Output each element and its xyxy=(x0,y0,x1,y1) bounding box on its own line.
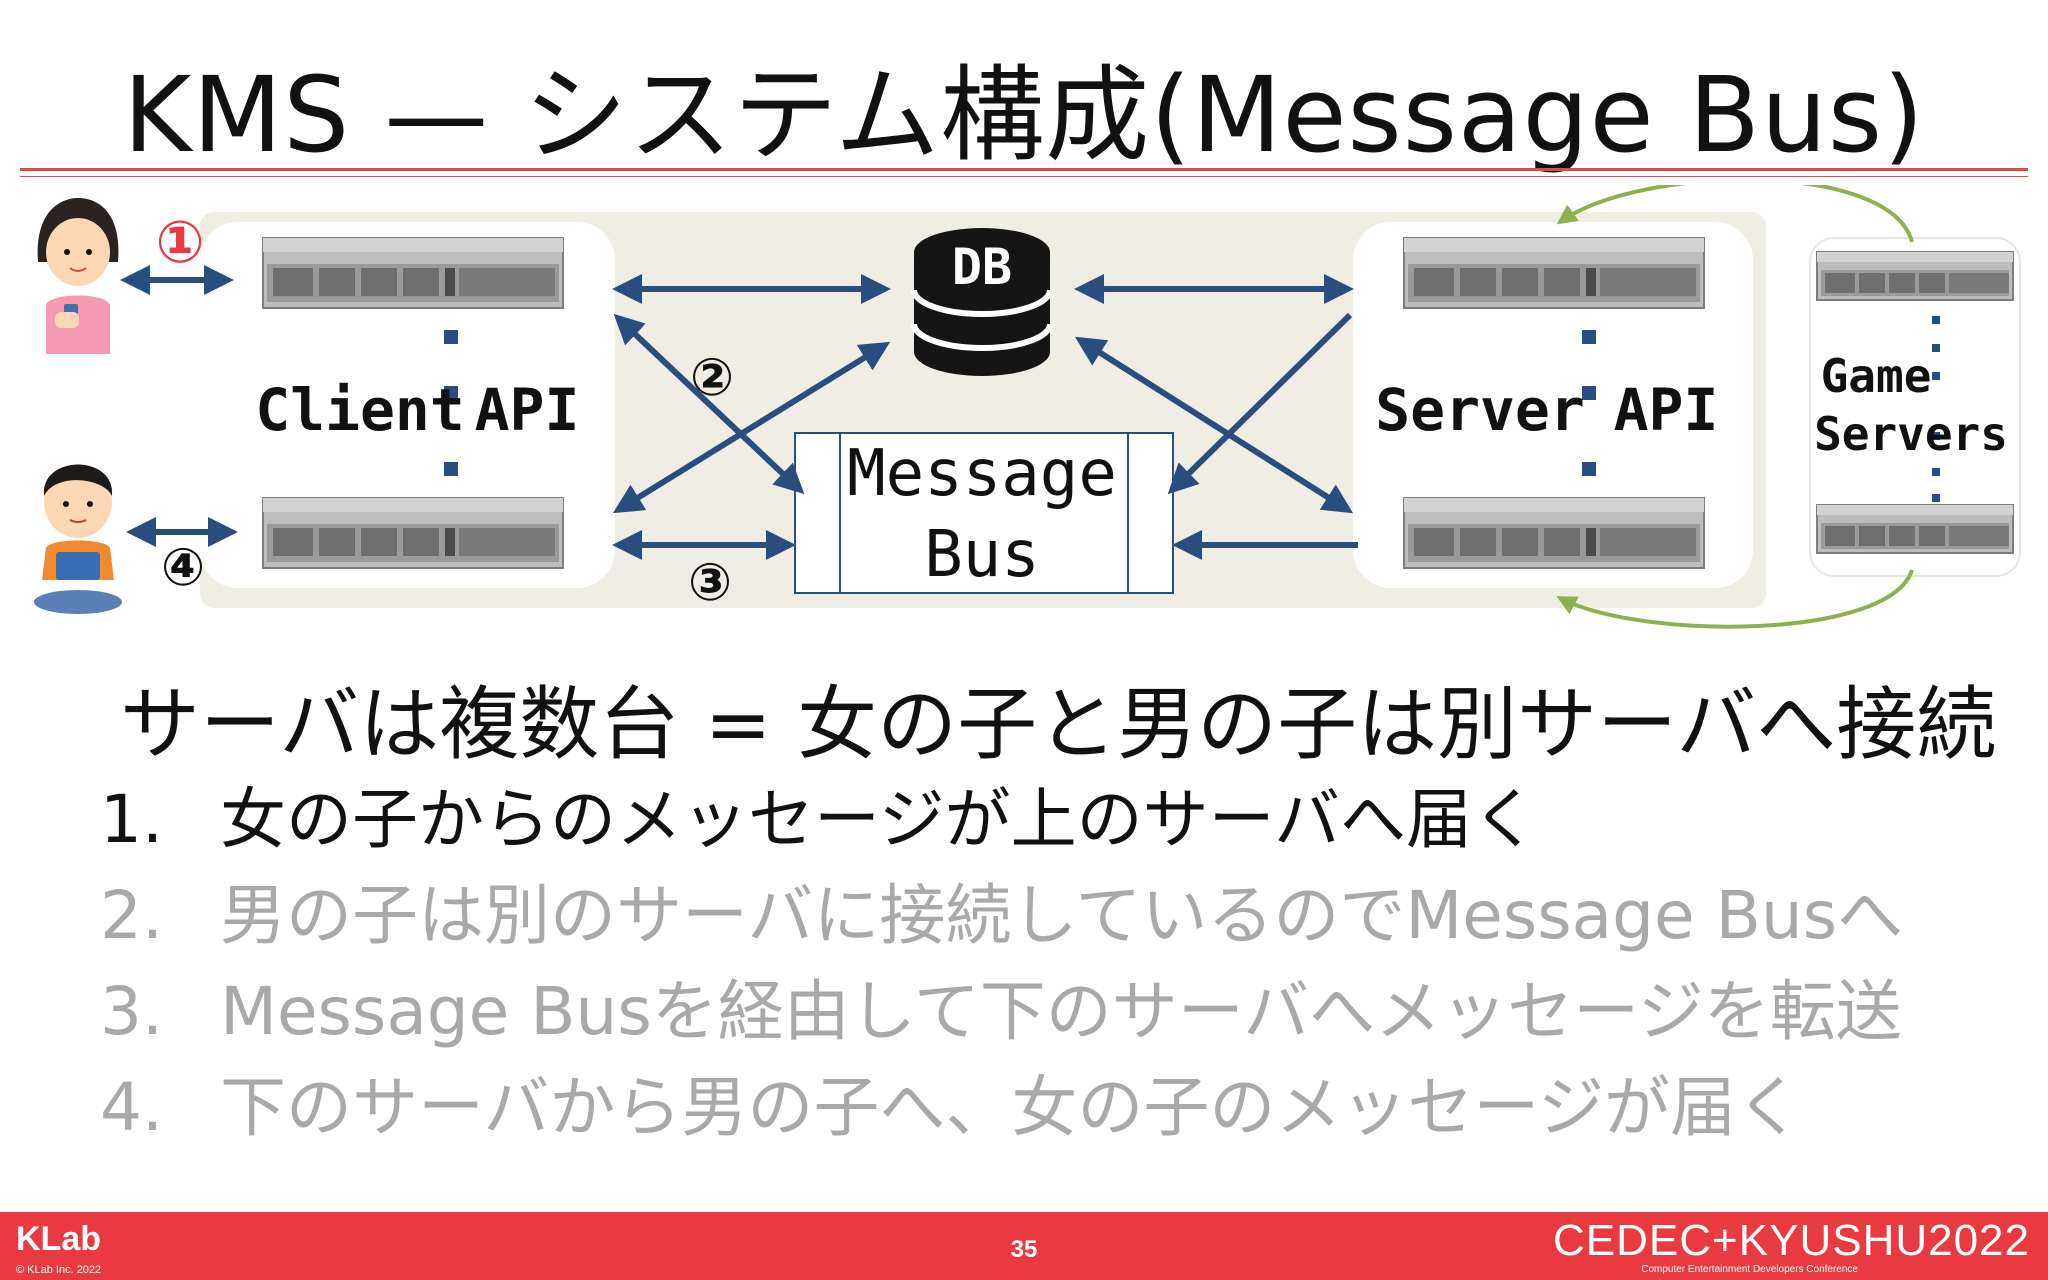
step-number: 2. xyxy=(100,877,163,954)
server-server-top xyxy=(1403,237,1705,309)
server-dot xyxy=(1582,386,1596,400)
server-label: Server xyxy=(1375,376,1585,444)
marker-4: ④ xyxy=(161,538,205,598)
client-dot xyxy=(444,386,458,400)
step-item-3: 3. Message Busを経由して下のサーバへメッセージを転送 xyxy=(100,964,1903,1060)
server-dot xyxy=(1582,330,1596,344)
title-rule-thin xyxy=(20,176,2028,177)
boy-user-icon xyxy=(34,464,122,614)
server-api-box xyxy=(1353,222,1753,588)
game-dot xyxy=(1932,344,1940,352)
game-label-line2: Servers xyxy=(1814,407,2008,461)
step-number: 1. xyxy=(100,781,163,858)
step-number: 3. xyxy=(100,973,163,1050)
game-label-line1: Game xyxy=(1821,349,1932,403)
game-feedback-arrows xyxy=(1556,185,1914,629)
copyright: © KLab Inc. 2022 xyxy=(16,1264,102,1276)
client-server-top xyxy=(262,237,564,309)
step-text: 下のサーバから男の子へ、女の子のメッセージが届く xyxy=(220,1069,1803,1146)
game-dot xyxy=(1932,316,1940,324)
client-api-label: API xyxy=(475,376,580,444)
step-text: 女の子からのメッセージが上のサーバへ届く xyxy=(220,781,1539,858)
message-bus-label-line1: Message xyxy=(847,437,1117,511)
game-server-bottom xyxy=(1816,504,2014,554)
game-dot xyxy=(1932,468,1940,476)
message-bus-label-line2: Bus xyxy=(924,518,1040,592)
architecture-diagram: Client API Server API Game Servers Messa… xyxy=(34,185,2021,629)
client-server-bottom xyxy=(262,497,564,569)
marker-1: ① xyxy=(155,208,204,276)
game-dot xyxy=(1932,372,1940,380)
klab-logo: KLab xyxy=(16,1220,101,1258)
db-label: DB xyxy=(952,238,1012,296)
step-text: 男の子は別のサーバに接続しているのでMessage Busへ xyxy=(220,877,1904,954)
client-dot xyxy=(444,330,458,344)
game-dot xyxy=(1932,494,1940,502)
step-list: 1. 女の子からのメッセージが上のサーバへ届く 2. 男の子は別のサーバに接続してい… xyxy=(100,772,1903,1156)
slide-headline: サーバは複数台 = 女の子と男の子は別サーバへ接続 xyxy=(120,678,1997,771)
server-server-bottom xyxy=(1403,497,1705,569)
girl-user-icon xyxy=(37,198,119,354)
marker-3: ③ xyxy=(688,553,732,613)
title-rule xyxy=(20,168,2028,171)
game-servers-box xyxy=(1809,237,2021,577)
page-number: 35 xyxy=(1010,1236,1038,1263)
database-icon: DB xyxy=(911,228,1053,376)
client-dot xyxy=(444,462,458,476)
event-logo: CEDEC+KYUSHU2022 xyxy=(1553,1216,2030,1265)
marker-2: ② xyxy=(690,348,734,408)
step-item-2: 2. 男の子は別のサーバに接続しているのでMessage Busへ xyxy=(100,868,1903,964)
client-label: Client xyxy=(255,376,465,444)
step-text: Message Busを経由して下のサーバへメッセージを転送 xyxy=(220,973,1902,1050)
step-number: 4. xyxy=(100,1069,163,1146)
slide-title: KMS — システム構成(Message Bus) xyxy=(123,54,1925,176)
client-api-box xyxy=(200,222,615,588)
step-item-1: 1. 女の子からのメッセージが上のサーバへ届く xyxy=(100,772,1903,868)
game-dot xyxy=(1932,432,1940,440)
footer-bar xyxy=(0,1212,2048,1280)
data-flow-arrows xyxy=(120,265,1358,560)
event-subtitle: Computer Entertainment Developers Confer… xyxy=(1641,1264,1858,1275)
game-server-top xyxy=(1816,251,2014,301)
server-api-label: API xyxy=(1614,376,1719,444)
server-dot xyxy=(1582,462,1596,476)
step-item-4: 4. 下のサーバから男の子へ、女の子のメッセージが届く xyxy=(100,1060,1903,1156)
